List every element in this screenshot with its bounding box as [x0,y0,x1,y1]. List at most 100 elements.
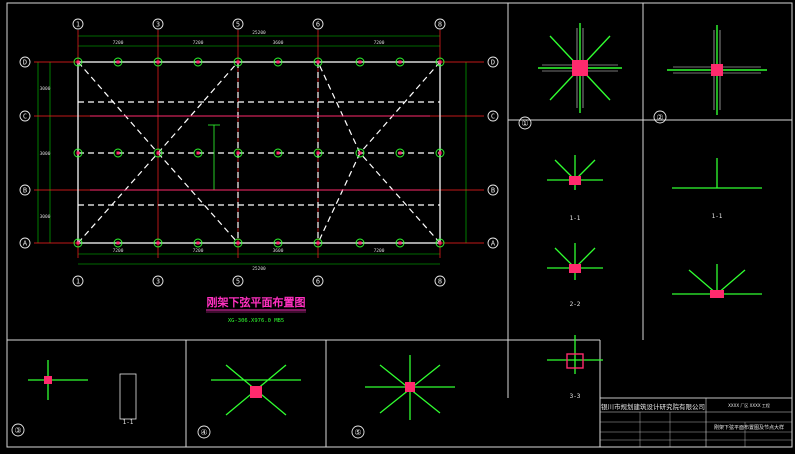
axis-label-bottom-6: 6 [316,278,320,286]
node-marker-6-0 [313,57,323,67]
node-dot-9-2 [438,241,442,245]
truss-bottom-chord-plan: 1 3 5 6 8 1 3 5 6 8 D C B A D C B A 7200… [19,18,499,324]
section-1-1-right: 1-1 [547,155,603,222]
node-dot-5-1 [276,151,280,155]
node-marker-9-0 [435,57,445,67]
node-dot-8-0 [398,60,402,64]
node-markers [73,57,445,248]
axis-label-top-3: 3 [156,21,160,29]
node-dot-0-1 [76,151,80,155]
detail-label-5: ⑤ [354,428,361,437]
section-label-2-2: 2-2 [570,301,581,308]
dim-bay-2-bottom: 7200 [193,248,204,254]
node-dot-6-2 [316,241,320,245]
plan-subtitle: XG-306.X976.0 MB5 [228,318,284,324]
node-dot-2-1 [156,151,160,155]
node-marker-5-0 [273,57,283,67]
node-marker-7-2 [355,238,365,248]
node-marker-0-2 [73,238,83,248]
node-dot-3-2 [196,241,200,245]
dim-bay-4-bottom: 7200 [374,248,385,254]
section-label-1-1-left: 1-1 [123,419,134,426]
node-dot-3-0 [196,60,200,64]
node-dot-2-0 [156,60,160,64]
node-marker-1-2 [113,238,123,248]
node-dot-6-0 [316,60,320,64]
node-dot-5-2 [276,241,280,245]
node-marker-7-1 [355,148,365,158]
detail-label-2: ② [656,113,663,122]
node-marker-0-1 [73,148,83,158]
node-dot-4-1 [236,151,240,155]
node-marker-0-0 [73,57,83,67]
node-detail-3: 1-1 ③ [11,360,137,437]
node-marker-8-1 [395,148,405,158]
section-label-1-1: 1-1 [570,215,581,222]
node-marker-8-2 [395,238,405,248]
dim-overall-top: 25200 [252,30,266,36]
node-marker-9-1 [435,148,445,158]
node-marker-3-2 [193,238,203,248]
node-marker-5-2 [273,238,283,248]
node-marker-5-1 [273,148,283,158]
node-dot-1-2 [116,241,120,245]
node-marker-1-1 [113,148,123,158]
node-marker-4-1 [233,148,243,158]
node-dot-7-1 [358,151,362,155]
axis-label-bottom-1: 1 [76,278,80,286]
node-marker-8-0 [395,57,405,67]
dim-bay-1: 7200 [113,40,124,46]
dim-bay-1-bottom: 7200 [113,248,124,254]
column-axis-bubbles-top [19,18,499,287]
dim-bay-2: 7200 [193,40,204,46]
dim-row-2: 3000 [40,151,51,157]
sheet-title: 刚架下弦平面布置图及节点大样 [714,424,784,431]
node-marker-6-1 [313,148,323,158]
node-dot-2-2 [156,241,160,245]
axis-label-left-A: A [23,240,28,248]
detail-label-1: ① [521,119,528,128]
node-marker-9-2 [435,238,445,248]
detail-label-4: ④ [200,428,207,437]
node-marker-2-1 [153,148,163,158]
node-marker-2-0 [153,57,163,67]
axis-label-top-1: 1 [76,21,80,29]
axis-label-left-D: D [23,59,27,67]
members [208,124,220,191]
node-detail-1: ① [518,23,622,130]
axis-label-right-D: D [491,59,495,67]
node-dot-7-2 [358,241,362,245]
node-dot-8-2 [398,241,402,245]
node-marker-4-0 [233,57,243,67]
axis-label-left-B: B [23,187,27,195]
node-dot-6-1 [316,151,320,155]
section-label-1-1-b: 1-1 [712,213,723,220]
project-strip: XXXX 厂区 XXXX 工程 [728,402,770,408]
axis-label-right-C: C [491,113,495,121]
node-dot-9-1 [438,151,442,155]
node-dot-4-2 [236,241,240,245]
section-node-far-right [672,264,762,298]
node-marker-3-1 [193,148,203,158]
section-3-3: 3-3 [547,335,603,400]
node-marker-1-0 [113,57,123,67]
axis-label-bottom-8: 8 [438,278,442,286]
axis-label-right-A: A [491,240,496,248]
node-detail-2: ② [653,25,767,124]
chord-highlight [90,115,430,191]
axis-label-top-6: 6 [316,21,320,29]
node-marker-2-2 [153,238,163,248]
company-name: 银川市规划建筑设计研究院有限公司 [601,402,705,411]
bracing-dashed [77,61,441,244]
dimension-lines [37,35,467,265]
node-dot-1-0 [116,60,120,64]
detail-label-3: ③ [14,426,21,435]
node-dot-7-0 [358,60,362,64]
node-detail-4: ④ [197,364,301,439]
node-marker-4-2 [233,238,243,248]
section-2-2: 2-2 [547,243,603,308]
title-block: 银川市规划建筑设计研究院有限公司 XXXX 厂区 XXXX 工程 刚架下弦平面布… [599,397,793,448]
node-detail-5: ⑤ [351,355,455,439]
